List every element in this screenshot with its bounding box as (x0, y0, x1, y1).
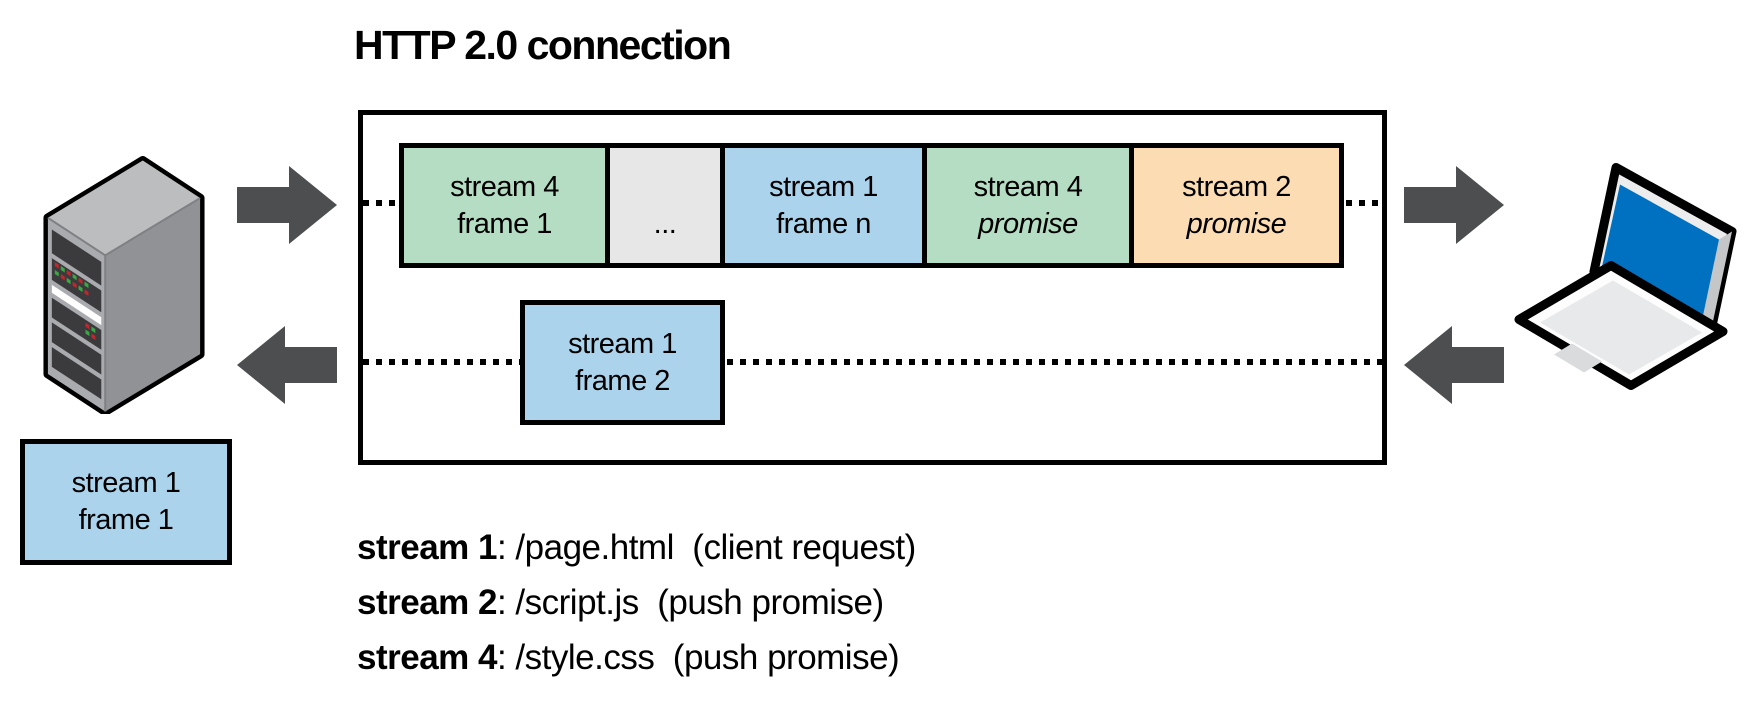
frame-label-line2: promise (978, 207, 1078, 240)
frame-box-stream2-promise: stream 2 promise (1129, 143, 1344, 268)
legend-stream-detail: : /page.html (client request) (496, 528, 916, 567)
frame-box-stream1-framen: stream 1 frame n (720, 143, 927, 268)
arrow-right-icon (237, 166, 337, 244)
frame-box-stream1-frame1: stream 1 frame 1 (20, 439, 232, 565)
frame-label-line2: promise (1186, 207, 1287, 240)
legend-line-stream1: stream 1: /page.html (client request) (357, 520, 916, 575)
legend-stream-label: stream 2 (357, 583, 497, 622)
dotted-line-top-right (1346, 200, 1386, 206)
frames-row-server-to-client: stream 4 frame 1 ... stream 1 frame n st… (399, 143, 1344, 268)
frame-label-line1: stream 4 (450, 170, 559, 203)
frame-label-line2: frame 1 (78, 504, 174, 536)
frame-label-line1: stream 4 (973, 170, 1083, 203)
stream-legend: stream 1: /page.html (client request) st… (357, 520, 916, 685)
legend-line-stream4: stream 4: /style.css (push promise) (357, 630, 916, 685)
dotted-line-top-left (363, 200, 399, 206)
frame-box-ellipsis: ... (605, 143, 725, 268)
frame-label-line1: stream 1 (71, 467, 181, 499)
frame-label-line2: frame n (776, 207, 871, 240)
frame-label-line2: frame 1 (457, 207, 552, 240)
frame-box-stream4-frame1: stream 4 frame 1 (399, 143, 610, 268)
frame-label-line1: stream 1 (568, 327, 677, 360)
frame-label-line1: stream 1 (769, 170, 878, 203)
legend-stream-label: stream 4 (357, 638, 497, 677)
frame-label-line1: stream 2 (1182, 170, 1291, 203)
frame-label-line2: frame 2 (575, 364, 670, 397)
legend-stream-label: stream 1 (357, 528, 497, 567)
legend-stream-detail: : /script.js (push promise) (496, 583, 884, 622)
laptop-screen (1602, 184, 1719, 321)
arrow-left-icon (237, 326, 337, 404)
frame-box-stream1-frame2: stream 1 frame 2 (520, 300, 725, 425)
legend-stream-detail: : /style.css (push promise) (496, 638, 900, 677)
dotted-line-bottom (363, 359, 1386, 365)
frame-label-line2: ... (653, 207, 677, 240)
laptop-icon (1514, 152, 1754, 420)
arrow-right-icon (1404, 166, 1504, 244)
arrow-left-icon (1404, 326, 1504, 404)
legend-line-stream2: stream 2: /script.js (push promise) (357, 575, 916, 630)
server-icon (40, 156, 208, 414)
frame-box-stream4-promise: stream 4 promise (922, 143, 1134, 268)
diagram-title: HTTP 2.0 connection (354, 22, 732, 68)
http2-connection-box (358, 110, 1387, 465)
laptop-trackpad (1554, 343, 1602, 373)
server-led-lights (54, 262, 96, 340)
